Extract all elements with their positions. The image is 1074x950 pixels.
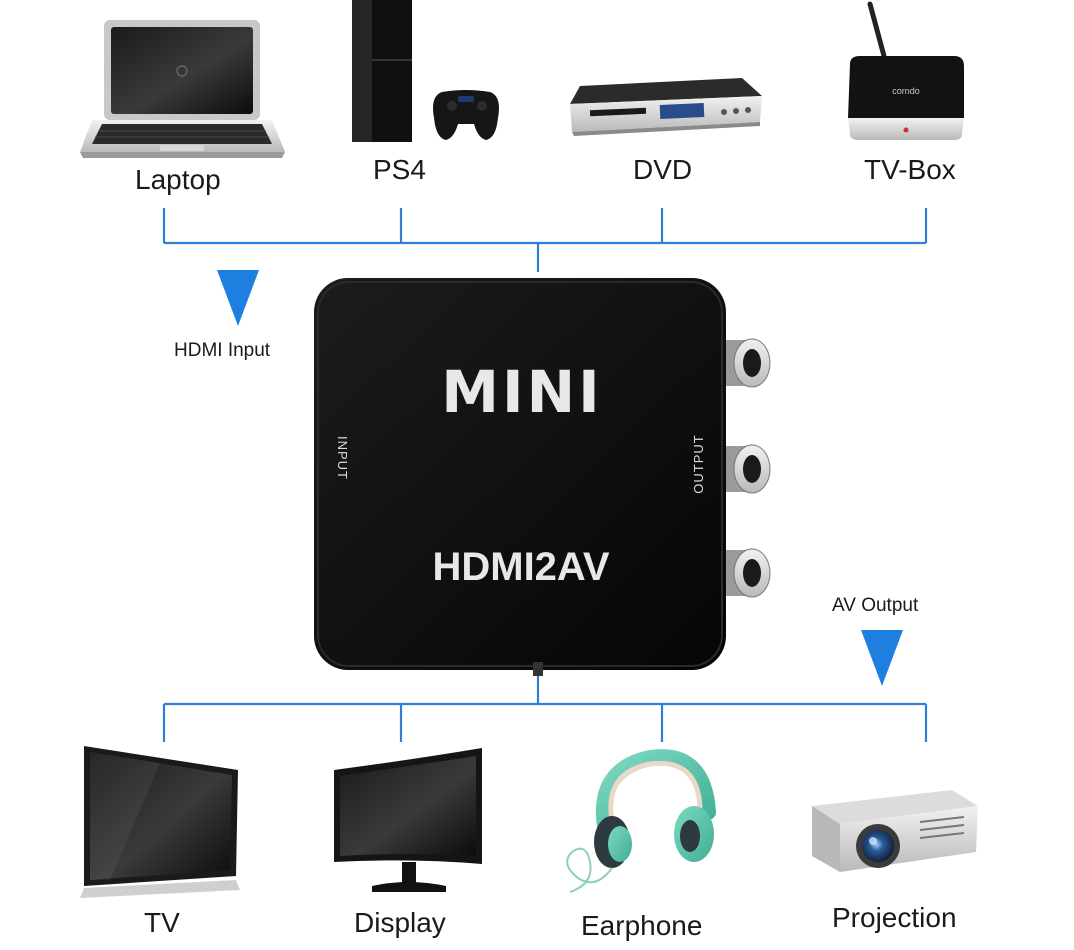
tv-box-logo: corndo (892, 86, 920, 96)
source-label-dvd: DVD (633, 154, 692, 186)
source-label-tv-box: TV-Box (864, 154, 956, 186)
output-port-label: OUTPUT (691, 434, 706, 493)
av-output-arrow-icon (861, 630, 903, 686)
source-label-ps4: PS4 (373, 154, 426, 186)
monitor-icon (334, 748, 482, 892)
converter-model-label: HDMI2AV (432, 545, 609, 589)
converter-body (314, 278, 726, 670)
output-label-tv: TV (144, 907, 180, 939)
hdmi-input-arrow-icon (217, 270, 259, 326)
converter-brand-label: MINI (441, 358, 602, 426)
tv-box-icon: corndo (848, 4, 964, 140)
hdmi-input-label: HDMI Input (174, 340, 270, 362)
source-label-laptop: Laptop (135, 164, 221, 196)
output-label-display: Display (354, 907, 446, 939)
output-label-earphone: Earphone (581, 910, 702, 942)
laptop-icon (80, 20, 285, 158)
game-console-icon (352, 0, 499, 142)
tv-icon (80, 746, 240, 898)
input-port-label: INPUT (335, 436, 350, 480)
projector-icon (812, 790, 978, 872)
dvd-player-icon (570, 78, 762, 136)
source-bus (164, 208, 926, 272)
output-bus (164, 672, 926, 742)
av-output-label: AV Output (832, 595, 918, 617)
headphones-icon (567, 757, 714, 892)
rca-connector-icon (734, 339, 770, 597)
output-label-projection: Projection (832, 902, 957, 934)
